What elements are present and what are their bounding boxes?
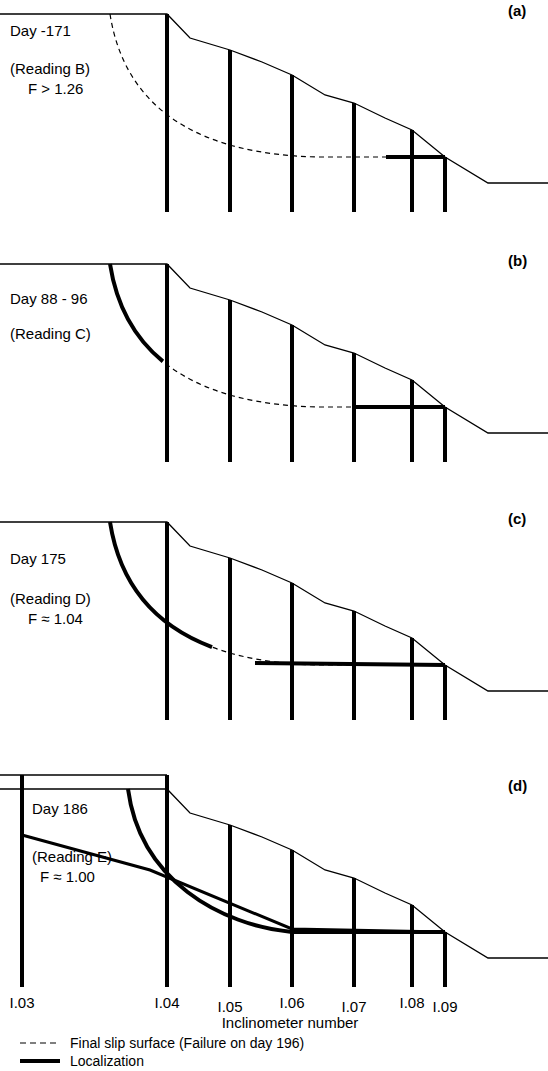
panel (0, 264, 548, 462)
ground-surface (0, 14, 548, 183)
inclinometer (410, 130, 414, 212)
final-slip-surface (110, 522, 445, 665)
inclinometer-number: I.06 (279, 994, 304, 1012)
inclinometer (20, 775, 24, 987)
panel-note: Day 186 (32, 800, 88, 818)
panel (0, 14, 548, 212)
final-slip-surface (110, 264, 445, 407)
localization (110, 264, 445, 407)
localization (354, 405, 445, 409)
panel-letter: (d) (508, 777, 527, 795)
panel-letter: (a) (508, 2, 526, 20)
legend-row: Final slip surface (Failure on day 196) (18, 1034, 304, 1052)
ground-surface (0, 789, 548, 958)
inclinometer (290, 75, 294, 212)
inclinometer (290, 850, 294, 987)
legend-text: Localization (70, 1052, 144, 1070)
panel-note: (Reading E) (32, 848, 112, 866)
ground-surface (0, 774, 167, 775)
inclinometer (410, 638, 414, 720)
inclinometer (228, 50, 232, 212)
inclinometer-number: I.05 (217, 998, 242, 1016)
localization (255, 663, 445, 665)
panel (0, 775, 548, 987)
localization (110, 522, 445, 665)
inclinometer (443, 932, 447, 987)
inclinometer (443, 157, 447, 212)
legend-text: Final slip surface (Failure on day 196) (70, 1034, 304, 1052)
legend-sample (18, 1037, 62, 1049)
panel-note: F > 1.26 (28, 80, 83, 98)
inclinometer (228, 558, 232, 720)
legend-row: Localization (18, 1052, 144, 1070)
localization (386, 155, 445, 159)
legend-sample (18, 1055, 62, 1067)
panel-note: (Reading B) (10, 60, 90, 78)
panel-letter: (b) (508, 252, 527, 270)
panel-note: F ≈ 1.04 (28, 610, 83, 628)
localization (128, 789, 445, 932)
inclinometer (443, 665, 447, 720)
panel-note: (Reading C) (10, 325, 91, 343)
inclinometer-number: I.07 (341, 998, 366, 1016)
inclinometer (410, 905, 414, 987)
panel (0, 522, 548, 720)
ground-surface (0, 264, 548, 433)
panel-letter: (c) (508, 510, 526, 528)
inclinometer (228, 825, 232, 987)
inclinometer (290, 583, 294, 720)
panel-note: F ≈ 1.00 (40, 868, 95, 886)
inclinometer (410, 380, 414, 462)
localization (22, 835, 445, 932)
inclinometer-number: I.09 (432, 998, 457, 1016)
panel-note: Inclinometer number (222, 1014, 359, 1032)
panel-note: Day 175 (10, 550, 66, 568)
panel-note: Day -171 (10, 22, 71, 40)
inclinometer (165, 14, 169, 212)
panel-note: (Reading D) (10, 590, 91, 608)
ground-surface (0, 522, 548, 691)
inclinometer (290, 325, 294, 462)
inclinometer (228, 300, 232, 462)
inclinometer-number: I.08 (399, 994, 424, 1012)
inclinometer-number: I.03 (9, 994, 34, 1012)
final-slip-surface (110, 14, 445, 157)
inclinometer-number: I.04 (154, 994, 179, 1012)
inclinometer (165, 264, 169, 462)
inclinometer (443, 407, 447, 462)
inclinometer (165, 775, 169, 987)
panel-note: Day 88 - 96 (10, 290, 88, 308)
